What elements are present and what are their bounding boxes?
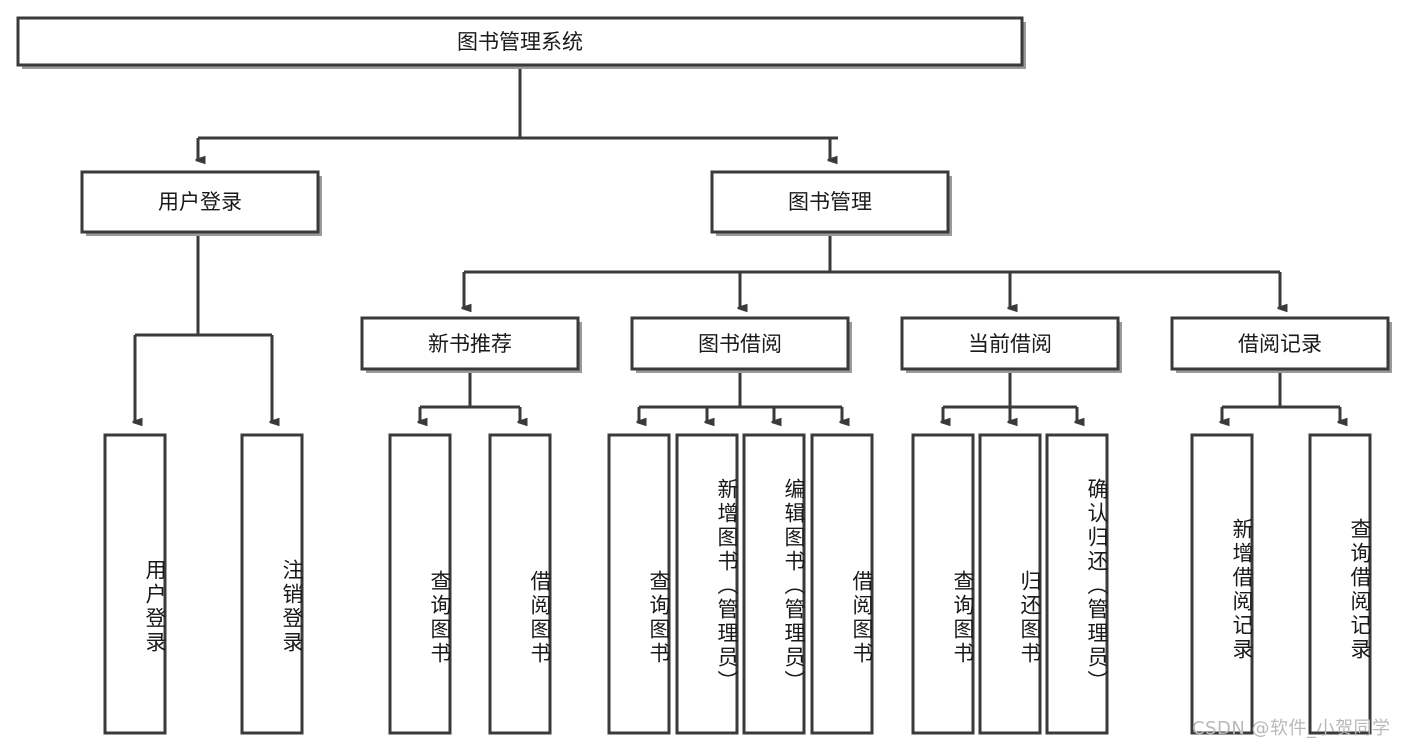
leaf-box-add-borrow-record[interactable] <box>1190 433 1254 735</box>
node-current-borrow-box <box>900 316 1120 371</box>
node-user-login[interactable]: 用户登录 <box>80 170 322 236</box>
leaf-box-query-book-2[interactable] <box>607 433 671 735</box>
node-new-book-recommend[interactable]: 新书推荐 <box>360 316 582 373</box>
leaf-box-edit-book[interactable] <box>742 433 806 735</box>
node-current-borrow[interactable]: 当前借阅 <box>900 316 1122 373</box>
node-root-box <box>16 16 1024 67</box>
leaf-box-borrow-book-1[interactable] <box>488 433 552 735</box>
node-book-borrow-label: 图书借阅 <box>698 332 782 356</box>
leaf-box-borrow-book-2[interactable] <box>810 433 874 735</box>
node-borrow-record[interactable]: 借阅记录 <box>1170 316 1392 373</box>
node-new-book-label: 新书推荐 <box>428 332 512 356</box>
node-user-login-label: 用户登录 <box>158 190 242 214</box>
node-new-book-box <box>360 316 580 371</box>
leaf-box-query-book-1[interactable] <box>388 433 452 735</box>
node-book-borrow[interactable]: 图书借阅 <box>630 316 852 373</box>
leaf-box-return-book[interactable] <box>978 433 1042 735</box>
leaf-box-logout-login[interactable] <box>240 433 304 735</box>
leaf-box-user-login[interactable] <box>103 433 167 735</box>
connector-group <box>135 65 1340 422</box>
leaf-boxes <box>103 433 1372 735</box>
node-book-management-label: 图书管理 <box>788 190 872 214</box>
leaf-box-query-borrow-record[interactable] <box>1308 433 1372 735</box>
node-current-borrow-label: 当前借阅 <box>968 332 1052 356</box>
watermark-text: CSDN @软件_小贺同学 <box>1192 718 1391 739</box>
node-book-borrow-box <box>630 316 850 371</box>
node-borrow-record-box <box>1170 316 1390 371</box>
node-book-management-box <box>710 170 950 234</box>
leaf-box-query-book-3[interactable] <box>911 433 975 735</box>
node-borrow-record-label: 借阅记录 <box>1238 332 1322 356</box>
node-user-login-box <box>80 170 320 234</box>
node-book-management[interactable]: 图书管理 <box>710 170 952 236</box>
node-root-label: 图书管理系统 <box>457 30 583 54</box>
leaf-box-add-book[interactable] <box>675 433 739 735</box>
node-root[interactable]: 图书管理系统 <box>16 16 1026 69</box>
leaf-box-confirm-return[interactable] <box>1045 433 1109 735</box>
